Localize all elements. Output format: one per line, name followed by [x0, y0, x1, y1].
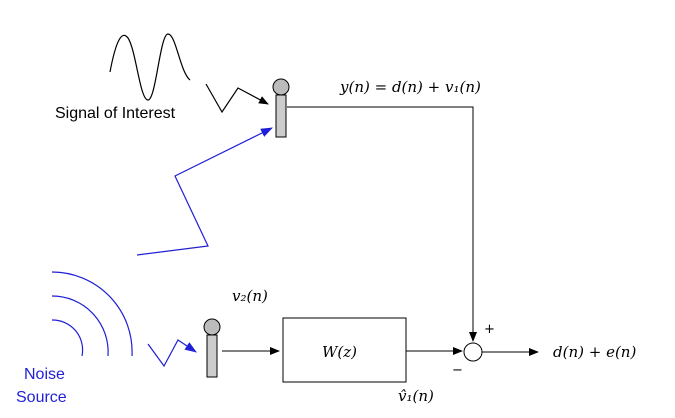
v1-hat-label: v̂₁(n) [398, 387, 434, 405]
plus-sign: + [484, 322, 495, 337]
noise-to-reference-arrow [147, 339, 197, 368]
primary-signal-wire [287, 106, 477, 342]
noise-source-label-line1: Noise [24, 366, 65, 383]
signal-propagation-arrow [205, 83, 269, 114]
minus-sign: − [452, 363, 463, 378]
reference-microphone-icon [203, 318, 221, 378]
output-label: d(n) + e(n) [553, 343, 636, 361]
signal-of-interest-label: Signal of Interest [55, 105, 176, 122]
primary-microphone-icon [272, 78, 290, 138]
summing-junction [463, 342, 483, 362]
noise-source-icon [51, 271, 133, 357]
noise-source-label-line2: Source [16, 389, 67, 406]
adaptive-filter-block [282, 317, 407, 383]
signal-waveform-icon [109, 33, 191, 101]
y-equation-label: y(n) = d(n) + v₁(n) [339, 78, 481, 96]
v2-label: v₂(n) [232, 287, 268, 305]
filter-label: W(z) [322, 343, 357, 361]
noise-to-primary-arrow [136, 127, 273, 256]
